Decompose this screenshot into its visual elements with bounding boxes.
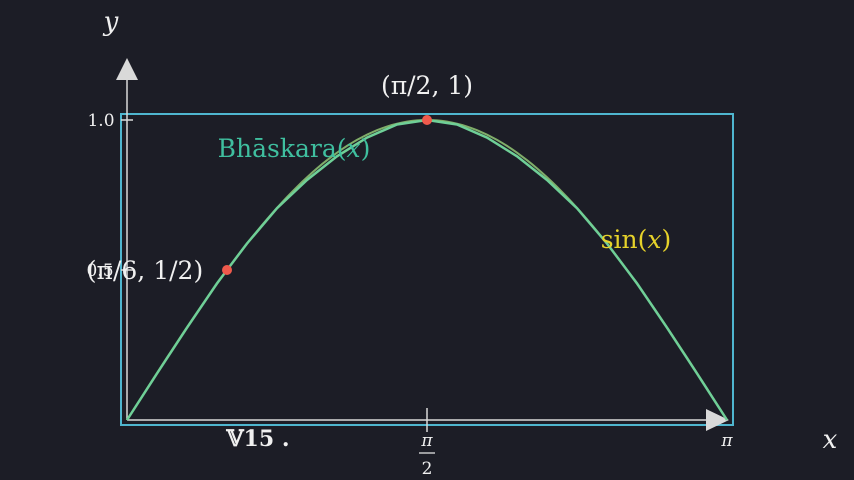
y-axis-label: y (103, 7, 119, 37)
y-tick-label-1: 1.0 (87, 111, 114, 131)
sin-label-text: sin( (601, 225, 648, 254)
y-axis-arrow (116, 58, 138, 80)
bhaskara-series-label: Bhāskara(x) (218, 134, 371, 163)
x-tick-label-garbled: 𝕍𝟏𝟓 . (225, 426, 289, 452)
point-pi-over-2 (422, 115, 432, 125)
bhaskara-label-close: ) (361, 134, 371, 163)
x-tick-label-pi-over-2-den: 2 (422, 459, 433, 479)
x-axis-label: x (823, 425, 838, 455)
x-tick-label-pi: π (720, 431, 733, 451)
point-pi-over-6 (222, 265, 232, 275)
point-label-pi-over-6: (π/6, 1/2) (87, 256, 203, 285)
sin-curve (126, 118, 728, 421)
bhaskara-curve (125, 118, 729, 421)
bhaskara-label-var: x (347, 134, 361, 163)
y-tick-label-half: 0.5 (86, 261, 113, 281)
plot-frame (120, 113, 734, 426)
x-axis-arrow (706, 409, 729, 431)
point-label-pi-over-2: (π/2, 1) (381, 71, 473, 100)
sin-label-var: x (647, 225, 661, 254)
sin-series-label: sin(x) (601, 225, 672, 254)
sin-label-close: ) (662, 225, 672, 254)
axes (116, 58, 729, 431)
bhaskara-label-text: Bhāskara( (218, 134, 347, 163)
x-tick-label-pi-over-2-num: π (420, 431, 433, 451)
